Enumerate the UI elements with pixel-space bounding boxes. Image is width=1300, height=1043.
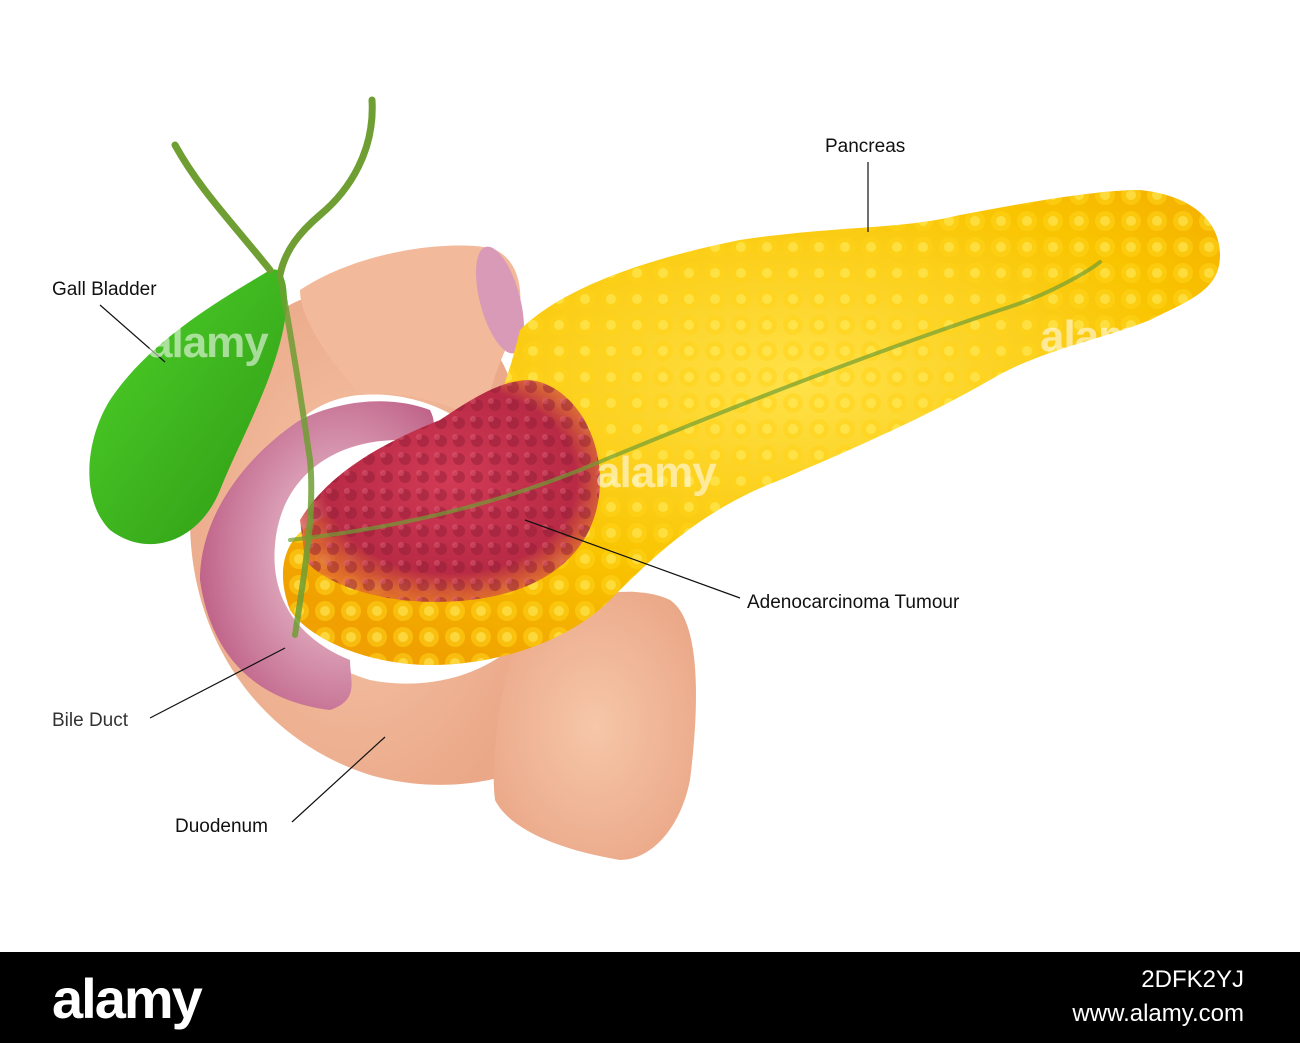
watermark-text: alamy	[148, 318, 269, 367]
label-gall-bladder: Gall Bladder	[52, 279, 157, 300]
site-url: www.alamy.com	[1072, 1000, 1244, 1027]
watermark-text: alamy	[1040, 312, 1161, 361]
anatomy-illustration	[89, 96, 1221, 860]
alamy-logo: alamy	[52, 967, 203, 1030]
leader-bile-duct	[149, 647, 286, 719]
label-duodenum: Duodenum	[175, 816, 268, 837]
bile-duct-shape	[171, 96, 1102, 638]
leader-gall-bladder	[99, 304, 166, 363]
watermark-text: alamy	[596, 448, 717, 497]
label-pancreas: Pancreas	[825, 136, 906, 157]
label-tumour: Adenocarcinoma Tumour	[747, 592, 960, 613]
gall-bladder-shape	[89, 269, 287, 545]
image-id: 2DFK2YJ	[1141, 966, 1244, 993]
leader-lines	[99, 162, 869, 823]
tumour-shape	[300, 380, 600, 602]
anatomy-diagram: alamy alamy alamy Pancreas Gall Bladder …	[52, 96, 1221, 860]
duodenum-shape	[190, 245, 696, 860]
label-bile-duct: Bile Duct	[52, 710, 129, 731]
leader-duodenum	[291, 736, 386, 823]
stock-footer-bar: alamy 2DFK2YJ www.alamy.com	[0, 952, 1300, 1043]
leader-tumour	[524, 519, 741, 599]
